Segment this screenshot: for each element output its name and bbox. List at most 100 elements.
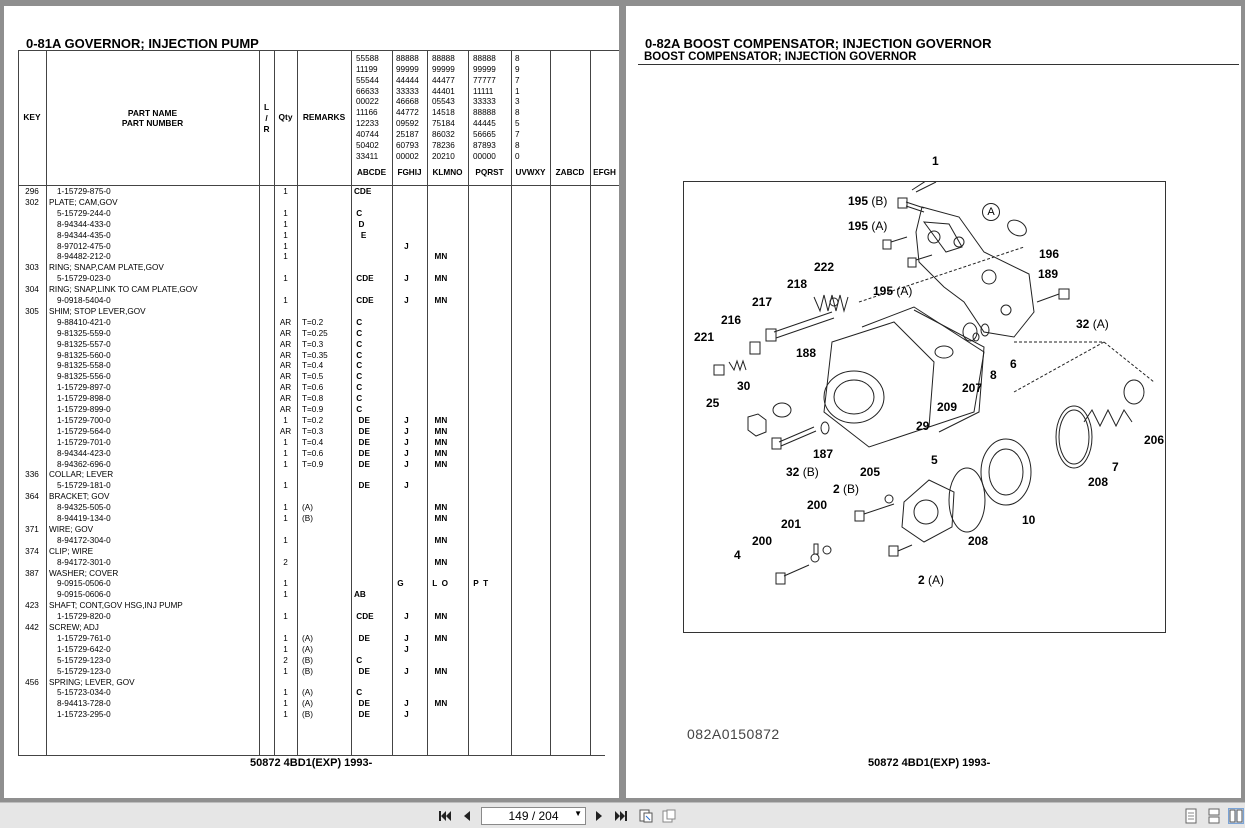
group-header: ZABCD [555, 168, 585, 177]
table-cell-rem: T=0.3 [302, 339, 324, 349]
table-cell-g1: DE [354, 666, 370, 676]
bolt [863, 503, 895, 515]
fit-page-icon[interactable] [638, 808, 654, 824]
diaphragm [980, 438, 1032, 506]
table-cell-rem: T=0.9 [302, 405, 324, 414]
table-cell-key: 364 [25, 492, 39, 502]
table-cell-qty: 1 [283, 296, 288, 305]
table-cell-name: CLIP; WIRE [49, 546, 94, 556]
table-cell-qty: AR [279, 339, 292, 349]
table-cell-qty: AR [279, 361, 292, 371]
rotate-page-icon[interactable] [661, 808, 677, 824]
table-cell-g1: DE [354, 633, 370, 643]
table-cell-rem: T=0.2 [302, 415, 324, 425]
table-cell-g1: CDE [354, 274, 374, 284]
callout-label: 25 [706, 396, 720, 410]
table-cell-key: 442 [25, 623, 39, 632]
table-cell-name: SCREW; ADJ [49, 623, 99, 632]
cover [901, 479, 955, 543]
table-cell-g2: J [395, 699, 409, 709]
table-cell-qty: 1 [283, 459, 288, 469]
table-cell-rem: T=0.4 [302, 437, 324, 447]
table-cell-g2: J [395, 710, 409, 720]
table-cell-name: WASHER; COVER [49, 568, 119, 578]
callout-label: 205 [860, 465, 881, 479]
table-cell-g2: G [395, 579, 404, 589]
table-cell-name: BRACKET; GOV [49, 492, 110, 502]
callout-label: 217 [752, 295, 773, 309]
two-page-view-icon[interactable] [1228, 808, 1244, 824]
table-cell-num: 9-81325-559-0 [57, 328, 111, 338]
table-cell-g1: C [354, 317, 363, 327]
table-cell-g2: J [395, 644, 409, 654]
table-cell-num: 8-94325-505-0 [57, 503, 111, 513]
continuous-view-icon[interactable] [1206, 808, 1222, 824]
circled-letter: A [982, 203, 1000, 221]
table-cell-key: 296 [25, 187, 39, 196]
page-number-select[interactable]: 149 / 204 ▼ [481, 807, 586, 825]
table-cell-qty: 1 [283, 666, 288, 676]
table-cell-num: 9-0915-0506-0 [57, 579, 111, 589]
single-page-view-icon[interactable] [1183, 808, 1199, 824]
prev-page-icon[interactable] [459, 808, 475, 824]
table-cell-qty: 1 [283, 590, 288, 600]
bolt [915, 254, 933, 261]
table-cell-num: 9-88410-421-0 [57, 317, 111, 327]
o-ring [948, 467, 986, 533]
table-cell-qty: 2 [283, 655, 288, 665]
o-ring [1007, 219, 1027, 237]
table-cell-num: 5-15729-123-0 [57, 655, 111, 665]
cap [1123, 379, 1145, 405]
table-cell-g1: C [354, 328, 363, 338]
callout-label: 32 (B) [786, 465, 819, 479]
table-cell-g2: J [395, 415, 409, 425]
table-cell-qty: AR [279, 350, 292, 360]
table-cell-rem: T=0.8 [302, 394, 324, 404]
table-cell-num: 1-15729-564-0 [57, 426, 111, 436]
callout-label: 200 [807, 498, 828, 512]
table-cell-rem: T=0.6 [302, 383, 324, 393]
table-cell-g2: J [395, 274, 409, 284]
table-cell-qty: AR [279, 394, 292, 404]
table-cell-g3: MN [430, 448, 448, 458]
chevron-down-icon: ▼ [574, 809, 582, 818]
table-cell-key: 304 [25, 285, 39, 295]
callout-label: 196 [1039, 247, 1060, 261]
table-cell-g3: MN [430, 296, 448, 305]
table-cell-num: 1-15729-642-0 [57, 644, 111, 654]
table-cell-g2: J [395, 437, 409, 447]
next-page-icon[interactable] [591, 808, 607, 824]
first-page-icon[interactable] [437, 808, 453, 824]
code-column: 88888 99999 44444 33333 46668 44772 0959… [396, 54, 419, 161]
table-cell-g3: MN [430, 557, 448, 567]
table-cell-rem: (B) [302, 514, 313, 523]
table-cell-num: 5-15729-023-0 [57, 274, 111, 284]
table-cell-qty: AR [279, 328, 292, 338]
washer [980, 323, 990, 337]
table-cell-qty: AR [279, 426, 292, 436]
callout-label: 5 [931, 453, 938, 467]
callout-label: 195 (A) [873, 284, 913, 298]
parts-table: KEY PART NAME PART NUMBER L / R Qty REMA… [18, 50, 619, 756]
table-cell-g3: MN [430, 252, 448, 262]
last-page-icon[interactable] [613, 808, 629, 824]
table-cell-g1: C [354, 350, 363, 360]
table-cell-g1: C [354, 372, 363, 382]
table-cell-num: 1-15729-899-0 [57, 405, 111, 414]
title-rule [638, 64, 1239, 65]
callout-label: 209 [937, 400, 958, 414]
table-cell-rem: T=0.25 [302, 328, 328, 338]
table-cell-g2: J [395, 612, 409, 622]
callout-label: 189 [1038, 267, 1059, 281]
table-cell-g2: J [395, 633, 409, 643]
table-cell-num: 8-94413-728-0 [57, 699, 111, 709]
table-cell-num: 1-15729-820-0 [57, 612, 111, 622]
plug [747, 413, 767, 437]
table-cell-num: 5-15729-181-0 [57, 481, 111, 491]
callout-label: 8 [990, 368, 997, 382]
table-cell-qty: 1 [283, 415, 288, 425]
table-cell-g1: C [354, 688, 363, 698]
code-column: 55588 11199 55544 66633 00022 11166 1223… [356, 54, 379, 161]
bolt [783, 564, 810, 577]
table-cell-num: 5-15723-034-0 [57, 688, 111, 698]
